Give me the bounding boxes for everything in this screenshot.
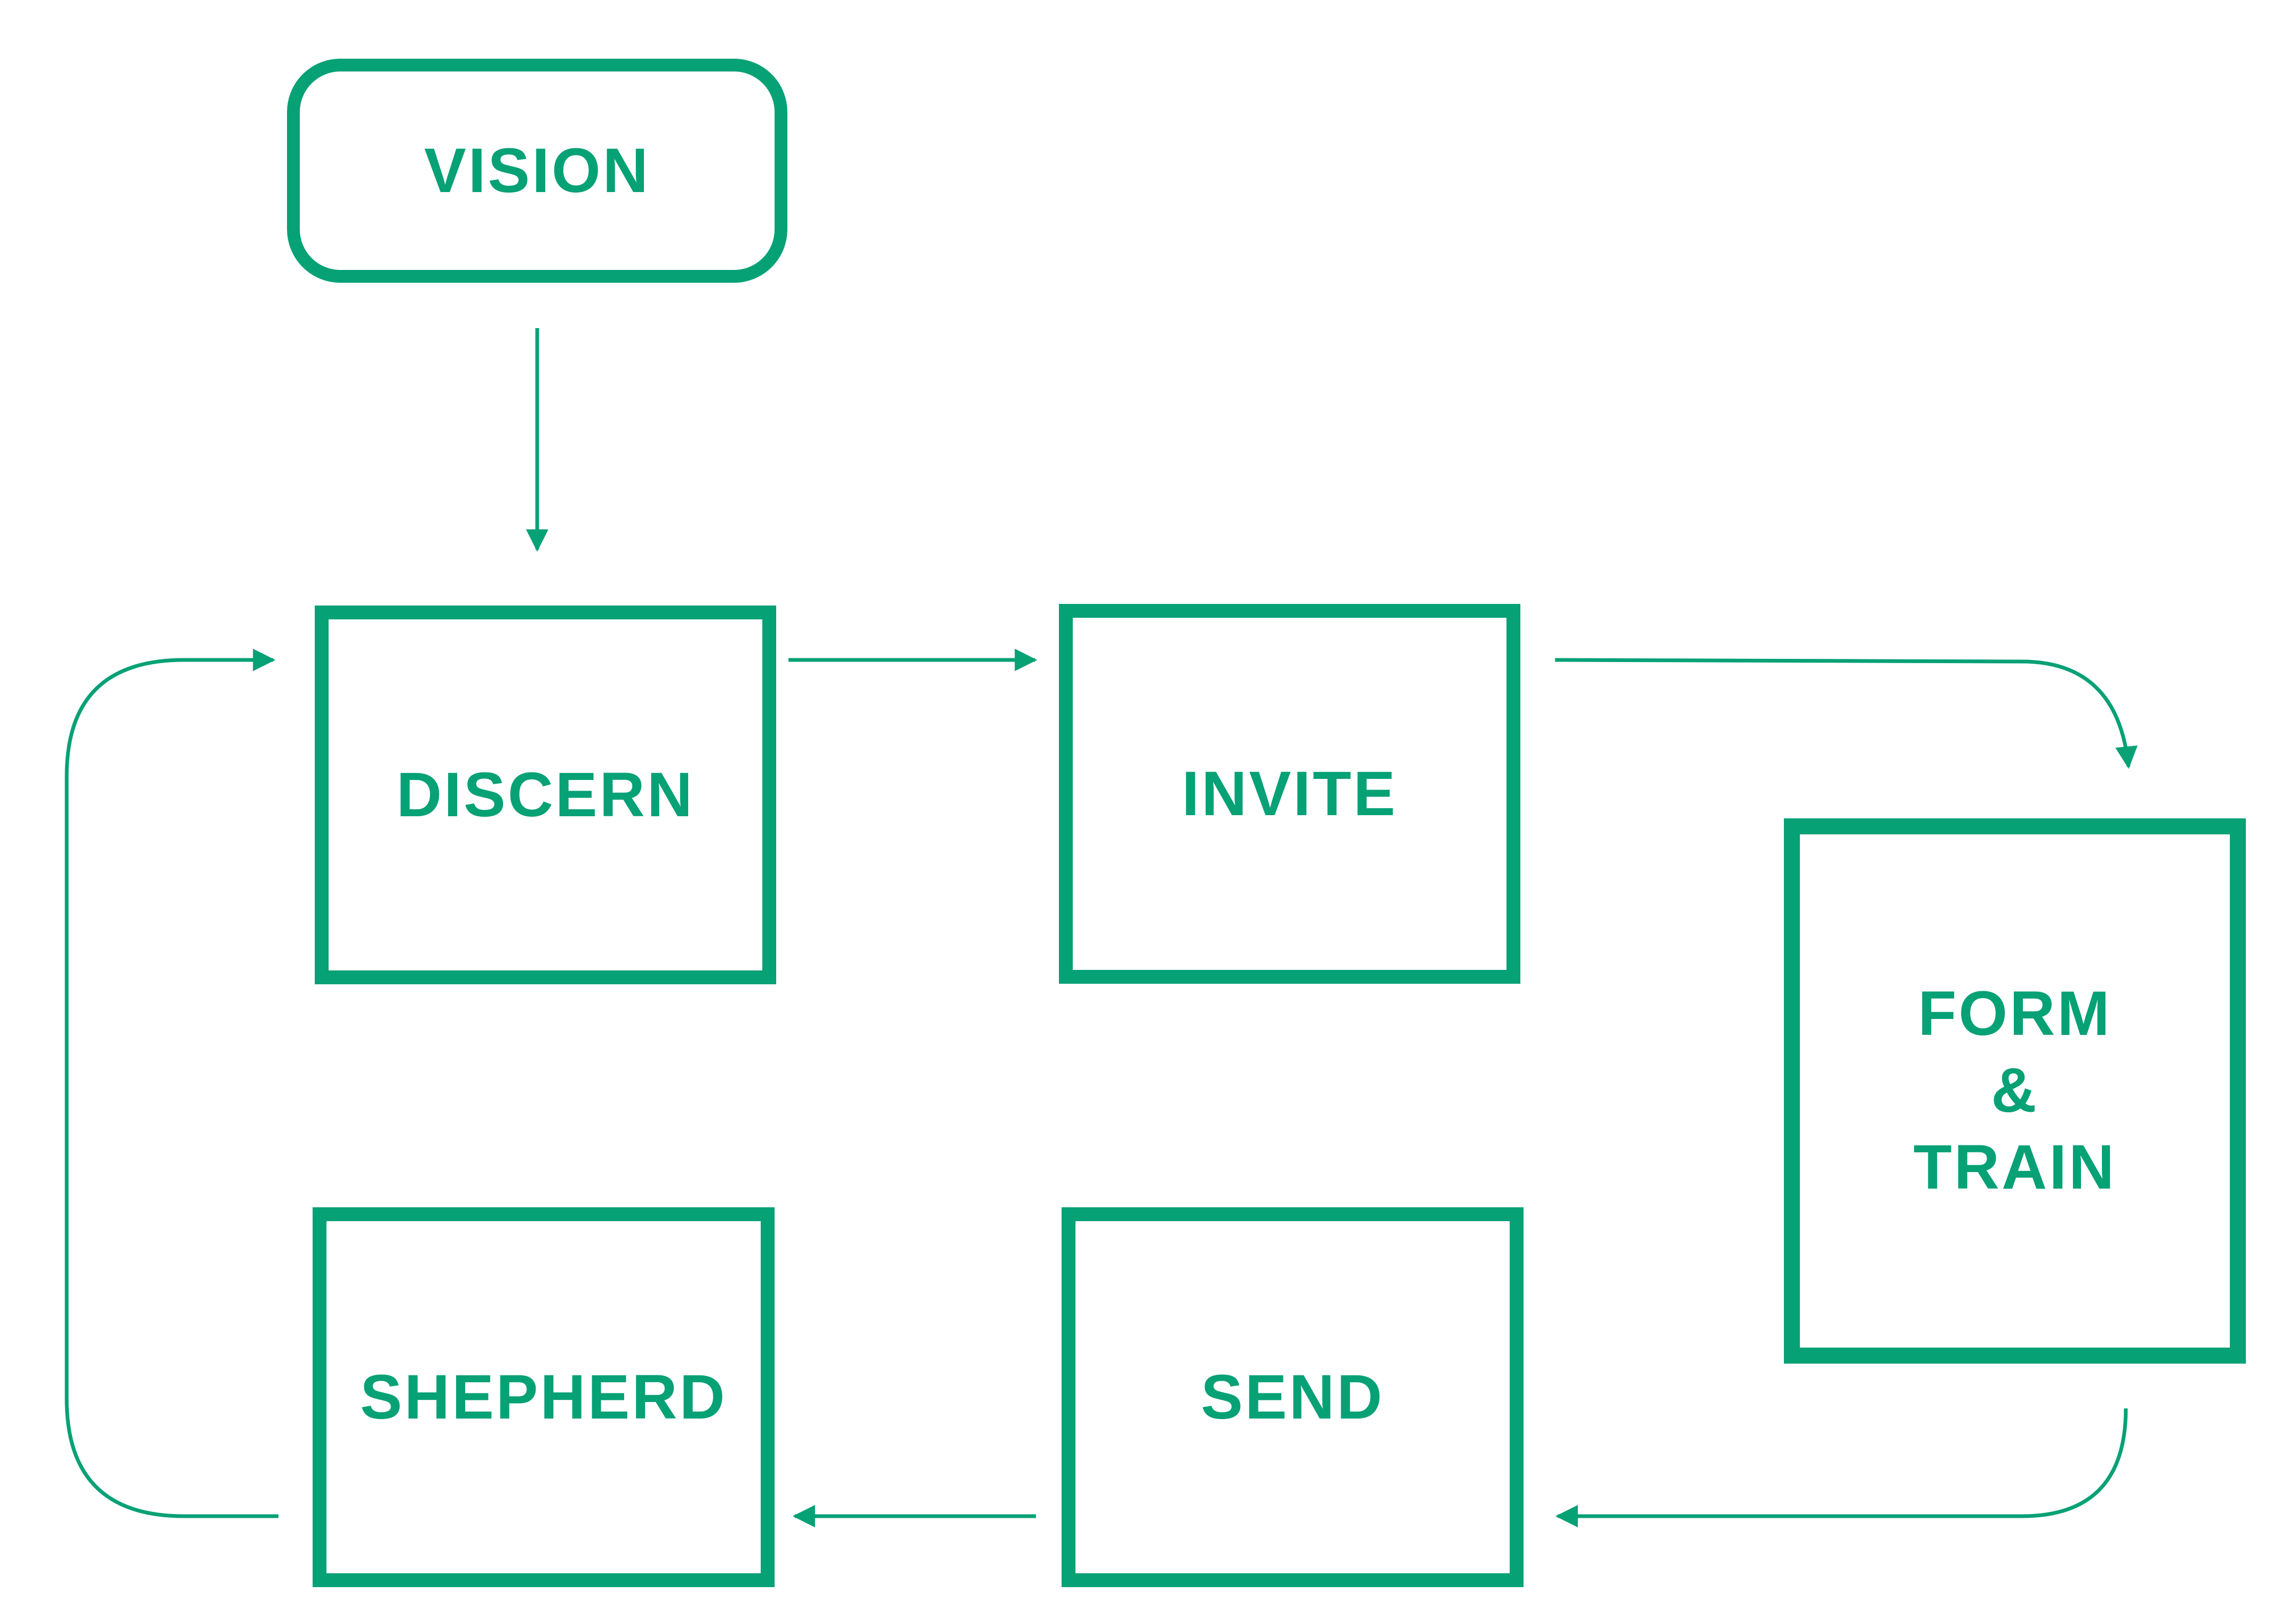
arrow-shepherd-to-discern [65, 649, 278, 1518]
form-train-node: FORM & TRAIN [1784, 818, 2246, 1364]
vision-node: VISION [287, 59, 787, 283]
invite-label: INVITE [1182, 759, 1398, 829]
send-label: SEND [1201, 1362, 1384, 1432]
form-train-label-line2: & [1991, 1055, 2039, 1126]
form-train-label-line1: FORM [1918, 978, 2112, 1049]
arrow-form-train-to-send [1555, 1408, 2128, 1527]
invite-node: INVITE [1059, 604, 1520, 984]
form-train-label-line3: TRAIN [1913, 1132, 2117, 1202]
send-node: SEND [1062, 1207, 1524, 1587]
discern-label: DISCERN [396, 760, 695, 830]
shepherd-node: SHEPHERD [313, 1207, 775, 1587]
discern-node: DISCERN [315, 606, 776, 984]
arrow-invite-to-form-train [1554, 658, 2138, 769]
shepherd-label: SHEPHERD [360, 1362, 727, 1432]
vision-label: VISION [424, 136, 650, 206]
